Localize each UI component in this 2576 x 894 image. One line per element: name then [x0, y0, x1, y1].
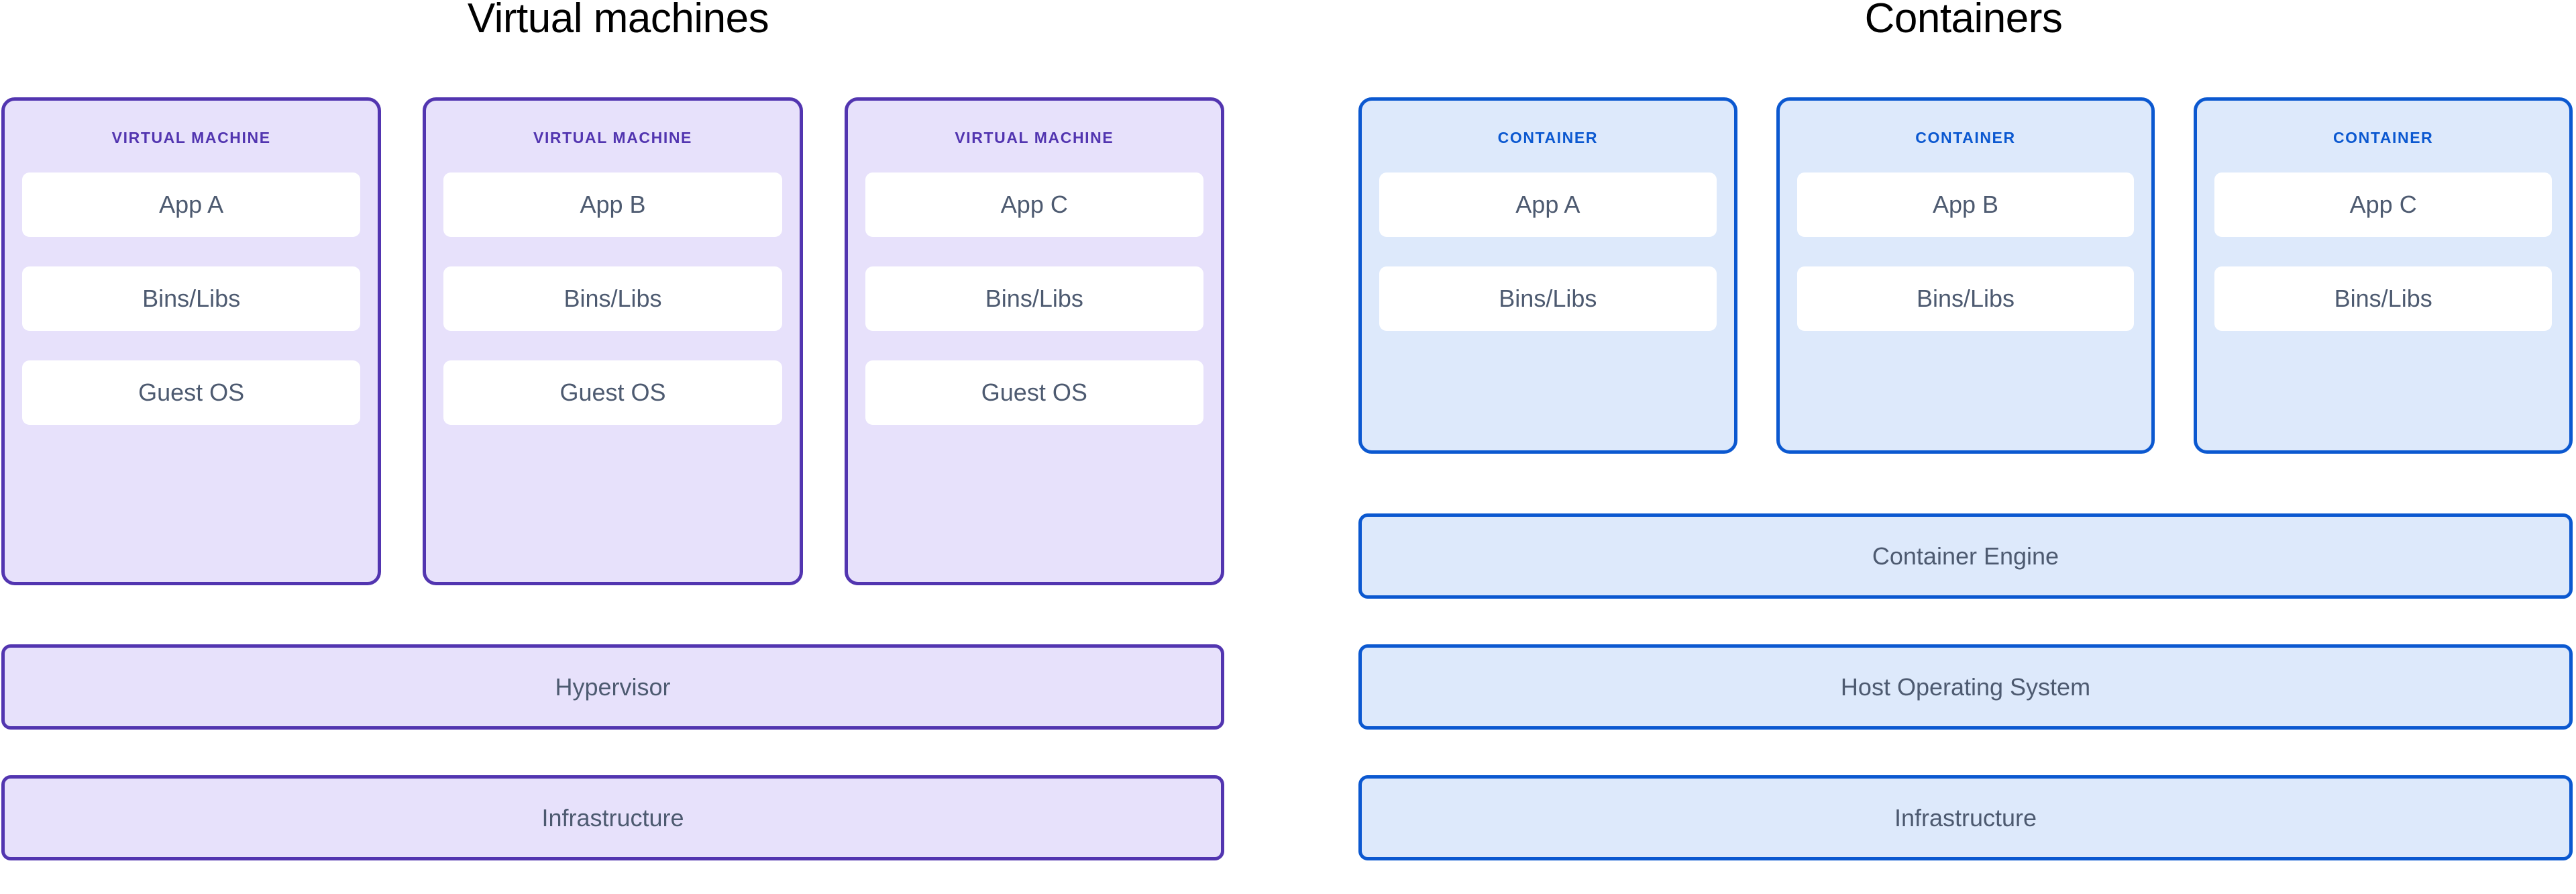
virtual-machines-column: Virtual machines VIRTUAL MACHINE App A B…	[1, 0, 1224, 894]
container-tile-bins-libs: Bins/Libs	[2214, 266, 2553, 331]
vm-tile-bins-libs: Bins/Libs	[443, 266, 782, 331]
container-engine-bar[interactable]: Container Engine	[1358, 513, 2573, 599]
container-tile-bins-libs: Bins/Libs	[1796, 266, 2135, 331]
virtual-machine-card-label: VIRTUAL MACHINE	[955, 129, 1114, 146]
container-tile-app: App B	[1796, 172, 2135, 237]
vm-tile-app: App B	[443, 172, 782, 237]
hypervisor-bar[interactable]: Hypervisor	[1, 644, 1224, 730]
container-infrastructure-bar[interactable]: Infrastructure	[1358, 775, 2573, 860]
container-card-label: CONTAINER	[2332, 129, 2434, 146]
vm-tile-app: App A	[22, 172, 361, 237]
container-card[interactable]: CONTAINER App A Bins/Libs	[1358, 97, 1737, 454]
container-tile-app: App C	[2214, 172, 2553, 237]
vm-infrastructure-bar[interactable]: Infrastructure	[1, 775, 1224, 860]
container-card-row: CONTAINER App A Bins/Libs CONTAINER App …	[1358, 97, 2573, 454]
virtual-machines-title: Virtual machines	[467, 0, 769, 42]
container-tile-bins-libs: Bins/Libs	[1379, 266, 1717, 331]
vm-tile-bins-libs: Bins/Libs	[22, 266, 361, 331]
container-card-label: CONTAINER	[1497, 129, 1599, 146]
container-tile-app: App A	[1379, 172, 1717, 237]
vm-tile-app: App C	[865, 172, 1203, 237]
virtual-machine-card[interactable]: VIRTUAL MACHINE App B Bins/Libs Guest OS	[423, 97, 803, 585]
virtual-machine-card-row: VIRTUAL MACHINE App A Bins/Libs Guest OS…	[1, 97, 1224, 585]
virtual-machine-card[interactable]: VIRTUAL MACHINE App A Bins/Libs Guest OS	[1, 97, 382, 585]
vm-tile-bins-libs: Bins/Libs	[865, 266, 1203, 331]
container-card[interactable]: CONTAINER App C Bins/Libs	[2194, 97, 2573, 454]
vm-tile-guest-os: Guest OS	[443, 360, 782, 425]
virtual-machine-card-label: VIRTUAL MACHINE	[111, 129, 271, 146]
host-operating-system-bar[interactable]: Host Operating System	[1358, 644, 2573, 730]
vm-tile-guest-os: Guest OS	[865, 360, 1203, 425]
container-card-label: CONTAINER	[1915, 129, 2016, 146]
containers-title: Containers	[1864, 0, 2063, 42]
vm-tile-guest-os: Guest OS	[22, 360, 361, 425]
virtual-machine-card-label: VIRTUAL MACHINE	[533, 129, 692, 146]
container-card[interactable]: CONTAINER App B Bins/Libs	[1776, 97, 2155, 454]
virtual-machine-card[interactable]: VIRTUAL MACHINE App C Bins/Libs Guest OS	[844, 97, 1224, 585]
containers-column: Containers CONTAINER App A Bins/Libs CON…	[1358, 0, 2573, 894]
